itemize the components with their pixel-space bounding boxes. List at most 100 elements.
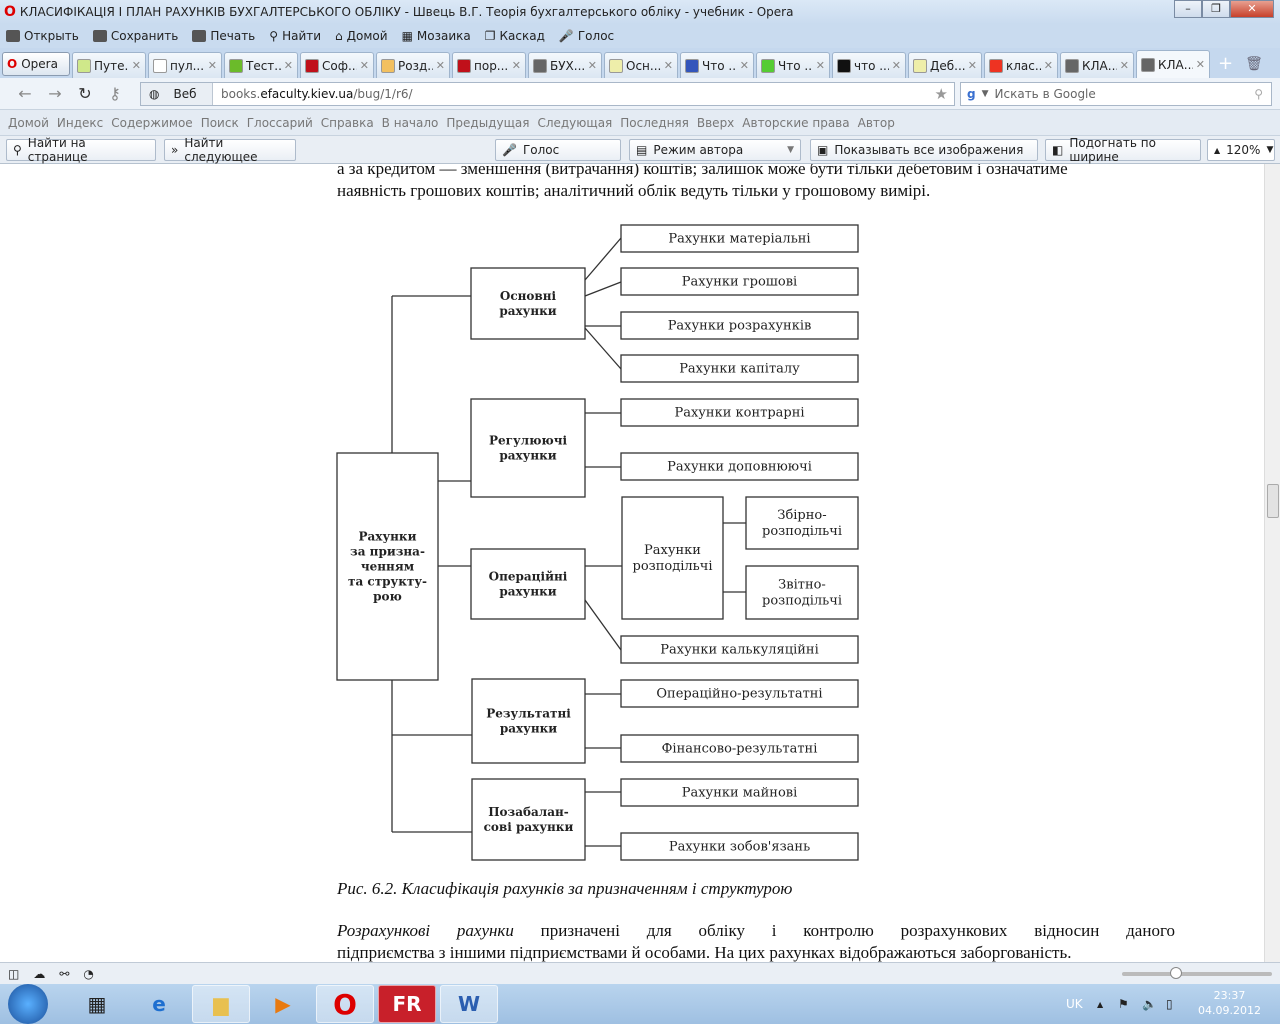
find-in-page-input[interactable]: ⚲Найти на странице xyxy=(6,136,156,164)
nav-link[interactable]: Содержимое xyxy=(111,115,193,130)
nav-link[interactable]: Индекс xyxy=(56,115,104,130)
tab[interactable]: Путе...✕ xyxy=(72,52,146,78)
network-icon[interactable]: ⚑ xyxy=(1118,997,1129,1011)
open-button[interactable]: Открыть xyxy=(6,29,79,43)
slider-handle[interactable] xyxy=(1170,966,1182,979)
panel-toggle-icon[interactable]: ◫ xyxy=(8,966,20,981)
voice-button[interactable]: 🎤Голос xyxy=(559,29,614,43)
save-button[interactable]: Сохранить xyxy=(92,29,178,43)
tab[interactable]: Тест...✕ xyxy=(224,52,298,78)
nav-link[interactable]: Авторские права xyxy=(742,115,850,130)
media-player-icon[interactable]: ▶ xyxy=(275,992,291,1016)
unite-icon[interactable]: ☁ xyxy=(33,966,46,981)
close-tab-icon[interactable]: ✕ xyxy=(511,59,521,72)
close-tab-icon[interactable]: ✕ xyxy=(891,59,901,72)
zoom-select[interactable]: ▲120%▼ xyxy=(1207,139,1275,161)
scrollbar-thumb[interactable] xyxy=(1267,484,1279,518)
internet-explorer-icon[interactable]: e xyxy=(152,992,166,1016)
nav-link[interactable]: Поиск xyxy=(200,115,239,130)
power-icon[interactable]: ▯ xyxy=(1166,997,1173,1011)
author-mode-select[interactable]: ▤Режим автора▼ xyxy=(629,139,801,161)
favicon-icon xyxy=(913,58,927,73)
tab[interactable]: Деб...✕ xyxy=(908,52,982,78)
fit-width-button[interactable]: ◧Подогнать по ширине xyxy=(1045,136,1201,164)
tray-expand-icon[interactable]: ▲ xyxy=(1097,999,1104,1009)
nav-link[interactable]: В начало xyxy=(381,115,439,130)
tab[interactable]: Розд...✕ xyxy=(376,52,450,78)
nav-link[interactable]: Предыдущая xyxy=(446,115,530,130)
word-icon[interactable]: W xyxy=(440,985,498,1023)
forward-icon[interactable]: → xyxy=(48,84,62,103)
finereader-icon[interactable]: FR xyxy=(378,985,436,1023)
find-next-button[interactable]: »Найти следующее xyxy=(164,136,296,164)
chevron-down-icon[interactable]: ▼ xyxy=(981,89,989,99)
new-tab-icon[interactable]: + xyxy=(1218,53,1234,74)
close-tab-icon[interactable]: ✕ xyxy=(1119,59,1129,72)
close-tab-icon[interactable]: ✕ xyxy=(1195,58,1205,71)
tab[interactable]: Что ...✕ xyxy=(680,52,754,78)
tile-button[interactable]: ▦Мозаика xyxy=(402,29,471,43)
tab[interactable]: что ...✕ xyxy=(832,52,906,78)
nav-link[interactable]: Следующая xyxy=(537,115,613,130)
close-tab-icon[interactable]: ✕ xyxy=(435,59,445,72)
close-button[interactable]: ✕ xyxy=(1230,0,1274,18)
close-tab-icon[interactable]: ✕ xyxy=(359,59,369,72)
language-indicator[interactable]: UK xyxy=(1066,997,1083,1011)
show-images-button[interactable]: ▣Показывать все изображения xyxy=(810,139,1038,161)
print-button[interactable]: Печать xyxy=(192,29,255,43)
close-tab-icon[interactable]: ✕ xyxy=(283,59,293,72)
tab[interactable]: Соф...✕ xyxy=(300,52,374,78)
maximize-button[interactable]: ❐ xyxy=(1202,0,1230,18)
volume-icon[interactable]: 🔈 xyxy=(1142,997,1157,1011)
home-button[interactable]: ⌂Домой xyxy=(335,29,388,43)
start-button[interactable] xyxy=(8,984,48,1024)
zoom-slider[interactable] xyxy=(1122,966,1272,979)
find-button[interactable]: ⚲Найти xyxy=(269,29,321,43)
tab-label: БУХ... xyxy=(550,58,585,73)
site-info-button[interactable]: ◍Веб xyxy=(141,83,213,105)
close-tab-icon[interactable]: ✕ xyxy=(131,59,141,72)
tab[interactable]: Осн...✕ xyxy=(604,52,678,78)
tab[interactable]: КЛА...✕ xyxy=(1060,52,1134,78)
tab[interactable]: пор...✕ xyxy=(452,52,526,78)
tab[interactable]: пул...✕ xyxy=(148,52,222,78)
nav-link[interactable]: Домой xyxy=(8,115,49,130)
url-text[interactable]: books.efaculty.kiev.ua/bug/1/r6/ xyxy=(213,87,413,101)
turbo-icon[interactable]: ◔ xyxy=(83,966,94,981)
bookmark-star-icon[interactable]: ★ xyxy=(934,85,948,103)
link-icon[interactable]: ⚯ xyxy=(59,966,70,981)
trash-icon[interactable]: 🗑 xyxy=(1245,56,1263,72)
back-icon[interactable]: ← xyxy=(18,84,32,103)
search-icon[interactable]: ⚲ xyxy=(1254,87,1263,101)
close-tab-icon[interactable]: ✕ xyxy=(663,59,673,72)
search-field[interactable]: g▼ Искать в Google ⚲ xyxy=(960,82,1272,106)
voice-button[interactable]: 🎤Голос xyxy=(495,139,621,161)
vertical-scrollbar[interactable] xyxy=(1264,164,1280,962)
nav-link[interactable]: Вверх xyxy=(696,115,735,130)
key-icon[interactable]: ⚷ xyxy=(109,84,121,103)
nav-link[interactable]: Глоссарий xyxy=(246,115,313,130)
calculator-app-icon[interactable]: ▦ xyxy=(87,992,107,1016)
address-field[interactable]: ◍Веб books.efaculty.kiev.ua/bug/1/r6/ ★ xyxy=(140,82,955,106)
nav-link[interactable]: Последняя xyxy=(620,115,689,130)
tab[interactable]: Что ...✕ xyxy=(756,52,830,78)
cascade-button[interactable]: ❐Каскад xyxy=(485,29,545,43)
close-tab-icon[interactable]: ✕ xyxy=(967,59,977,72)
explorer-folder-icon[interactable]: ▆ xyxy=(192,985,250,1023)
tab[interactable]: БУХ...✕ xyxy=(528,52,602,78)
google-icon[interactable]: g xyxy=(967,87,976,101)
tab[interactable]: КЛА...✕ xyxy=(1136,50,1210,78)
opera-taskbar-icon[interactable]: O xyxy=(316,985,374,1023)
reload-icon[interactable]: ↻ xyxy=(78,84,92,103)
close-tab-icon[interactable]: ✕ xyxy=(587,59,597,72)
nav-link[interactable]: Автор xyxy=(857,115,895,130)
close-tab-icon[interactable]: ✕ xyxy=(207,59,217,72)
close-tab-icon[interactable]: ✕ xyxy=(1043,59,1053,72)
minimize-button[interactable]: – xyxy=(1174,0,1202,18)
close-tab-icon[interactable]: ✕ xyxy=(815,59,825,72)
tab[interactable]: клас...✕ xyxy=(984,52,1058,78)
close-tab-icon[interactable]: ✕ xyxy=(739,59,749,72)
nav-link[interactable]: Справка xyxy=(320,115,374,130)
